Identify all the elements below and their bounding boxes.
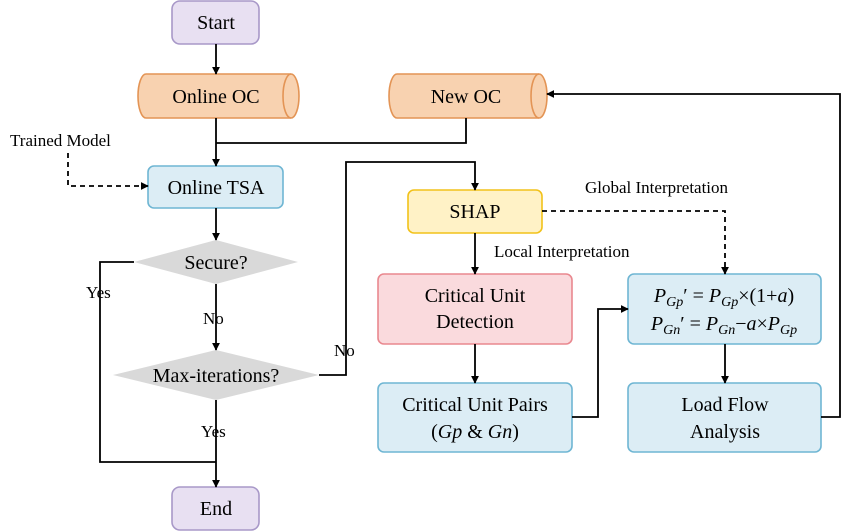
secure-decision [134,240,298,284]
online-tsa-label: Online TSA [168,177,265,199]
arrow-max-iterations-no-to-shap [319,161,479,376]
shap-label: SHAP [449,201,500,223]
arrow-shap-global-to-formula [542,210,729,275]
arrow-new-oc-to-online-tsa [216,118,467,144]
max-iterations-no-label: No [334,341,355,360]
online-oc-label: Online OC [172,86,259,108]
load-flow-line2: Analysis [690,421,760,443]
critical-unit-detection-line1: Critical Unit [425,285,526,307]
formula-line1: PGp′ = PGp×(1+a) [653,285,794,310]
new-oc-cylinder [388,73,548,119]
critical-unit-pairs-line2: (Gp & Gn) [431,421,519,443]
critical-unit-pairs-line1: Critical Unit Pairs [402,394,548,416]
arrow-secure-yes-to-end [99,261,216,463]
global-interpretation-label: Global Interpretation [585,178,729,197]
local-interpretation-label: Local Interpretation [494,242,630,261]
secure-no-label: No [203,309,224,328]
arrow-load-flow-to-new-oc [546,90,841,418]
critical-unit-detection-line2: Detection [436,311,514,333]
secure-yes-label: Yes [86,283,111,302]
trained-model-label: Trained Model [10,131,111,150]
start-label: Start [197,12,235,34]
formula-line2: PGn′ = PGn−a×PGp [650,313,797,338]
online-oc-cylinder [137,73,300,119]
secure-label: Secure? [184,252,247,274]
arrow-trained-model-to-online-tsa [67,153,149,190]
max-iterations-yes-label: Yes [201,422,226,441]
arrow-pairs-to-formula [572,305,629,418]
max-iterations-label: Max-iterations? [153,365,280,387]
load-flow-line1: Load Flow [681,394,769,416]
new-oc-label: New OC [431,86,502,108]
max-iterations-decision [113,350,319,400]
end-label: End [200,498,232,520]
